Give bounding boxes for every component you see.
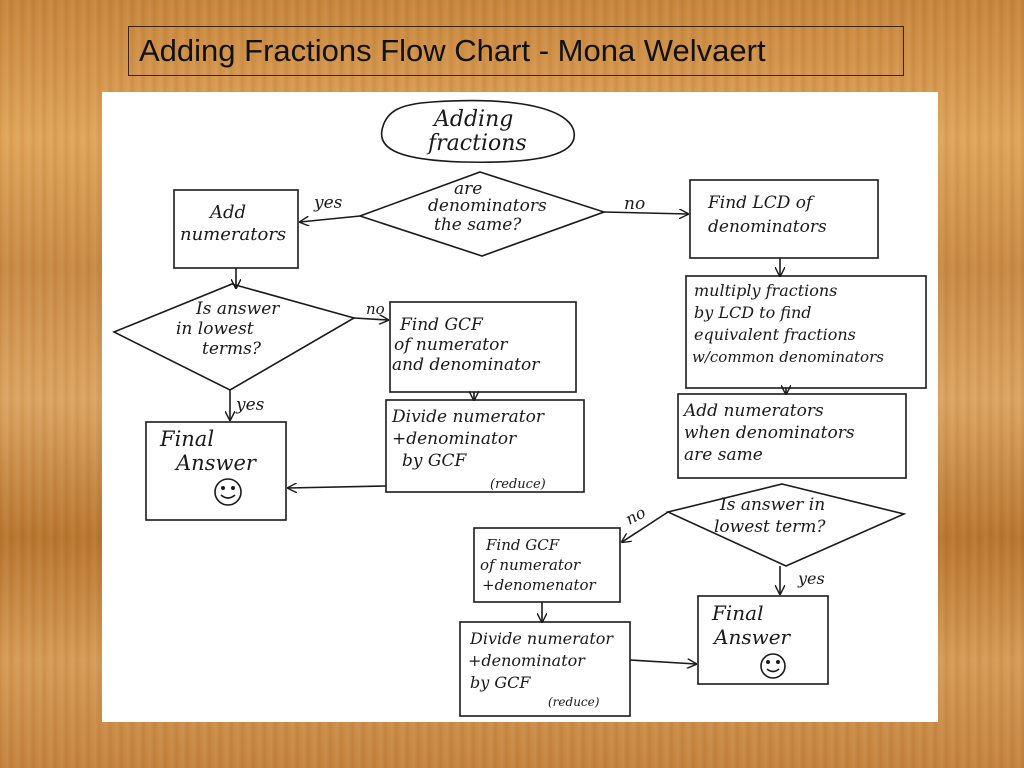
start-line-2: fractions	[426, 131, 527, 156]
label-yes-1: yes	[313, 193, 343, 213]
slide-title: Adding Fractions Flow Chart - Mona Welva…	[139, 33, 766, 68]
final-left-line-1: Final	[159, 427, 214, 451]
find-gcf-right-line-2: of numerator	[480, 556, 581, 574]
final-answer-right-box	[697, 595, 829, 685]
add-numerators-line-2: numerators	[180, 224, 286, 245]
find-gcf-left-box	[389, 301, 577, 393]
q-lowest-left-line-1: Is answer	[195, 299, 280, 319]
multiply-line-2: by LCD to find	[694, 303, 812, 322]
q-same-line-1: are	[454, 179, 482, 199]
divide-left-line-2: +denominator	[392, 429, 517, 449]
q-lowest-left-line-2: in lowest	[176, 319, 254, 339]
reduce-right: (reduce)	[548, 695, 600, 709]
decision-lowest-terms-right-diamond	[665, 483, 907, 567]
flowchart-diagram: Adding fractions are denominators the sa…	[112, 99, 927, 717]
find-gcf-right-line-1: Find GCF	[485, 536, 560, 554]
find-lcd-line-2: denominators	[708, 217, 827, 237]
find-gcf-right-line-3: +denomenator	[482, 576, 597, 594]
slide-title-box: Adding Fractions Flow Chart - Mona Welva…	[128, 26, 904, 76]
arrow-no-to-find-lcd	[603, 212, 688, 214]
q-same-line-3: the same?	[434, 215, 522, 235]
arrow-divide-to-final-right	[629, 660, 696, 664]
divide-left-line-1: Divide numerator	[391, 407, 545, 427]
arrow-yes-to-add-numerators	[300, 215, 361, 222]
divide-left-line-3: by GCF	[402, 451, 467, 471]
multiply-lcd-box	[685, 275, 927, 389]
find-gcf-right-box	[473, 527, 621, 603]
arrow-no-to-find-gcf-left	[353, 318, 388, 320]
label-yes-2: yes	[235, 395, 265, 415]
multiply-line-1: multiply fractions	[694, 281, 837, 300]
q-lowest-right-line-1: Is answer in	[719, 495, 825, 515]
final-answer-left-box	[145, 421, 287, 521]
find-gcf-left-line-3: and denominator	[392, 355, 540, 375]
add-right-line-2: when denominators	[684, 423, 855, 443]
add-numerators-right-box	[677, 393, 907, 479]
label-yes-3: yes	[797, 569, 825, 588]
final-left-line-2: Answer	[174, 451, 258, 475]
start-line-1: Adding	[432, 107, 513, 132]
find-gcf-left-line-2: of numerator	[394, 335, 508, 355]
divide-right-line-1: Divide numerator	[469, 629, 614, 648]
divide-right-line-2: +denominator	[468, 651, 586, 670]
start-oval	[380, 99, 575, 164]
multiply-line-3: equivalent fractions	[694, 325, 856, 344]
arrow-no-to-find-gcf-right	[622, 511, 669, 542]
final-right-line-2: Answer	[712, 625, 792, 649]
add-right-line-3: are same	[684, 445, 763, 465]
divide-right-line-3: by GCF	[470, 673, 531, 692]
find-lcd-line-1: Find LCD of	[707, 193, 815, 213]
reduce-left: (reduce)	[490, 477, 546, 492]
q-lowest-left-line-3: terms?	[202, 339, 262, 359]
add-numerators-line-1: Add	[208, 202, 246, 223]
q-same-line-2: denominators	[428, 196, 547, 216]
add-right-line-1: Add numerators	[682, 401, 824, 421]
find-lcd-box	[689, 179, 879, 259]
find-gcf-left-line-1: Find GCF	[399, 315, 484, 335]
q-lowest-right-line-2: lowest term?	[714, 517, 826, 537]
smiley-left-icon	[214, 478, 242, 506]
final-right-line-1: Final	[711, 601, 763, 625]
flowchart-paper: Adding fractions are denominators the sa…	[102, 92, 938, 722]
multiply-line-4: w/common denominators	[692, 348, 884, 366]
label-no-3: no	[622, 503, 649, 529]
label-no-1: no	[624, 194, 645, 214]
divide-left-box	[385, 399, 585, 493]
arrow-divide-to-final-left	[288, 486, 387, 488]
label-no-2: no	[366, 300, 385, 318]
smiley-right-icon	[760, 653, 786, 679]
decision-same-denominators-diamond	[357, 171, 607, 257]
